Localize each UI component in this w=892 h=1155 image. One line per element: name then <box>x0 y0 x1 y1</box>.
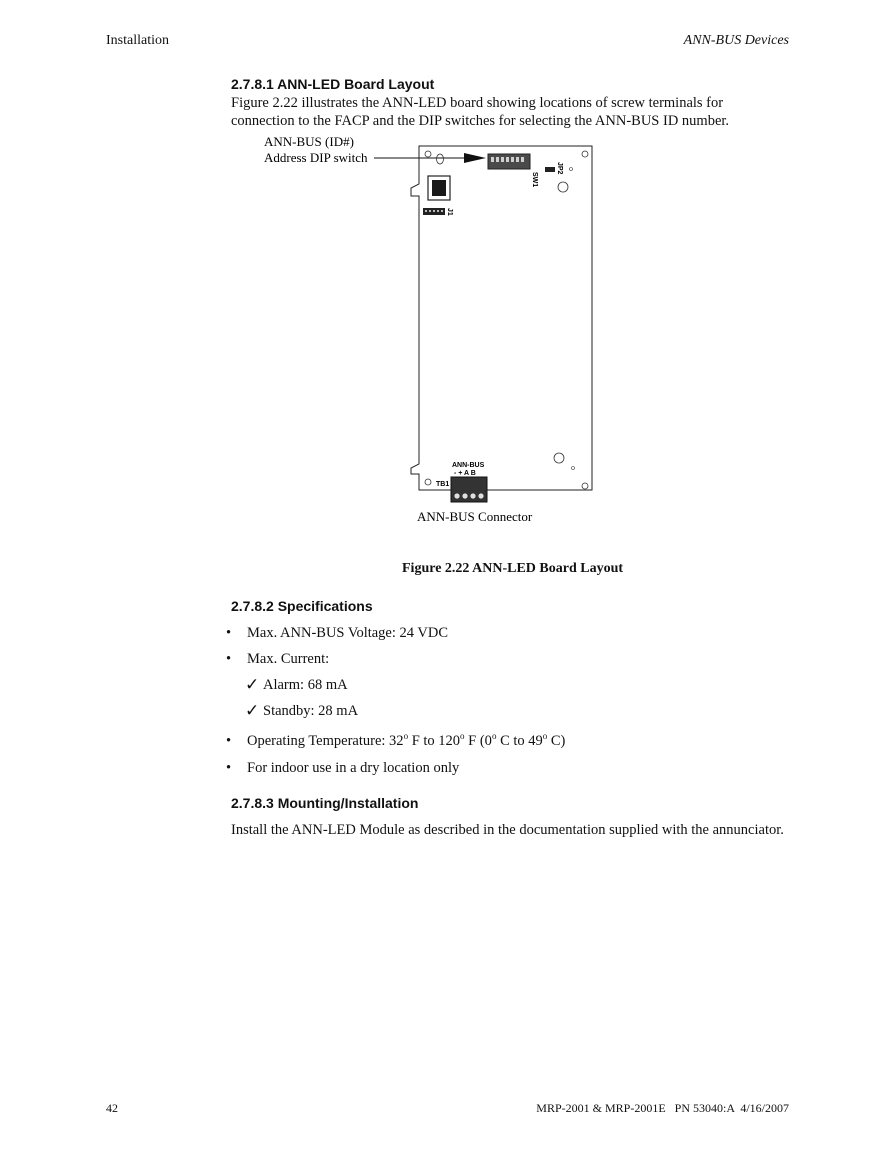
annbus-board-label: ANN-BUS <box>452 462 485 469</box>
running-header-section: Installation <box>106 33 169 48</box>
mount-hole-top-left <box>424 150 432 158</box>
bullet-marker: • <box>226 625 232 641</box>
running-header-chapter: ANN-BUS Devices <box>683 33 789 48</box>
spec-current: Max. Current: <box>247 651 330 667</box>
heading-specifications: 2.7.8.2 Specifications <box>231 598 373 614</box>
check-marker: ✓ <box>245 675 260 694</box>
tb1-label: TB1 <box>436 481 449 488</box>
heading-mounting-installation: 2.7.8.3 Mounting/Installation <box>231 795 419 811</box>
jp2-jumper <box>545 167 555 172</box>
j1-label: J1 <box>446 208 453 216</box>
jp2-label: JP2 <box>556 162 563 175</box>
page-number: 42 <box>106 1101 118 1115</box>
tb1-screws <box>454 493 484 499</box>
spec-indoor-use: For indoor use in a dry location only <box>247 760 460 776</box>
mount-hole-bottom-left <box>424 478 432 486</box>
led-bottom <box>553 452 565 464</box>
mount-hole-bottom-right <box>581 482 589 490</box>
figure-caption: Figure 2.22 ANN-LED Board Layout <box>402 561 624 576</box>
spec-voltage: Max. ANN-BUS Voltage: 24 VDC <box>247 625 449 641</box>
sw1-label: SW1 <box>531 172 538 187</box>
bullet-marker: • <box>226 733 232 749</box>
mount-hole-top-right <box>581 150 589 158</box>
callout-dip-line-2: Address DIP switch <box>264 150 368 165</box>
check-marker: ✓ <box>245 701 260 720</box>
callout-dip-line-1: ANN-BUS (ID#) <box>264 134 354 149</box>
mounting-paragraph: Install the ANN-LED Module as described … <box>231 822 784 838</box>
bullet-marker: • <box>226 760 232 776</box>
spec-standby-current: Standby: 28 mA <box>263 703 359 719</box>
led-top <box>557 181 569 193</box>
terminal-polarity-labels: - + A B <box>454 470 476 477</box>
board-diagram: ANN-BUS (ID#) Address DIP switch SW1 JP2 <box>264 134 593 524</box>
tiny-hole-bottom <box>571 466 575 470</box>
board-outline <box>410 145 593 491</box>
bullet-marker: • <box>226 651 232 667</box>
document-reference: MRP-2001 & MRP-2001E PN 53040:A 4/16/200… <box>536 1101 789 1115</box>
j1-pins <box>425 210 443 212</box>
dip-switch-levers <box>491 157 524 162</box>
heading-board-layout: 2.7.8.1 ANN-LED Board Layout <box>231 76 435 92</box>
spec-alarm-current: Alarm: 68 mA <box>263 677 348 693</box>
intro-paragraph-line-2: connection to the FACP and the DIP switc… <box>231 113 730 129</box>
spec-temperature: Operating Temperature: 32o F to 120o F (… <box>247 731 566 750</box>
tiny-hole-top <box>569 167 573 171</box>
callout-arrow-head <box>464 153 486 163</box>
intro-paragraph-line-1: Figure 2.22 illustrates the ANN-LED boar… <box>231 95 724 111</box>
board-layout-figure: ANN-BUS (ID#) Address DIP switch SW1 JP2 <box>258 134 608 534</box>
slot-top <box>436 153 444 165</box>
callout-connector: ANN-BUS Connector <box>417 509 533 524</box>
processor-chip <box>432 180 446 196</box>
